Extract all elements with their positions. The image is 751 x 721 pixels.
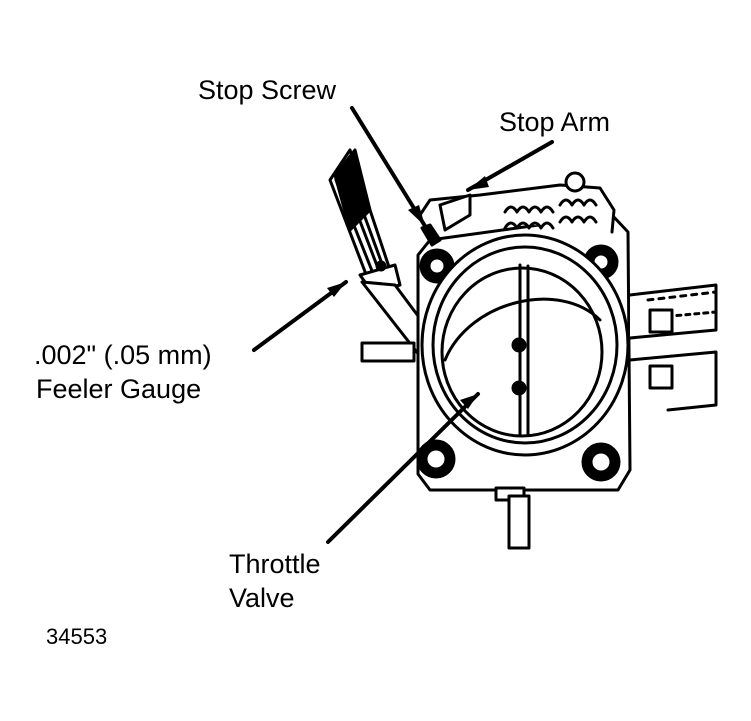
label-stop-screw: Stop Screw — [198, 75, 337, 105]
throttle-linkage — [418, 171, 616, 247]
arrowheads — [327, 176, 489, 409]
throttle-shaft — [360, 341, 531, 550]
figure-number: 34553 — [46, 624, 108, 649]
leader-lines — [252, 106, 554, 544]
throttle-valve-plate — [443, 263, 602, 437]
label-throttle: Throttle — [229, 549, 321, 579]
label-stop-arm: Stop Arm — [499, 107, 611, 137]
label-feeler-gauge: Feeler Gauge — [36, 374, 202, 404]
vacuum-hose — [628, 283, 718, 412]
label-feeler-gauge-spec: .002" (.05 mm) — [34, 340, 212, 370]
label-valve: Valve — [229, 583, 295, 613]
